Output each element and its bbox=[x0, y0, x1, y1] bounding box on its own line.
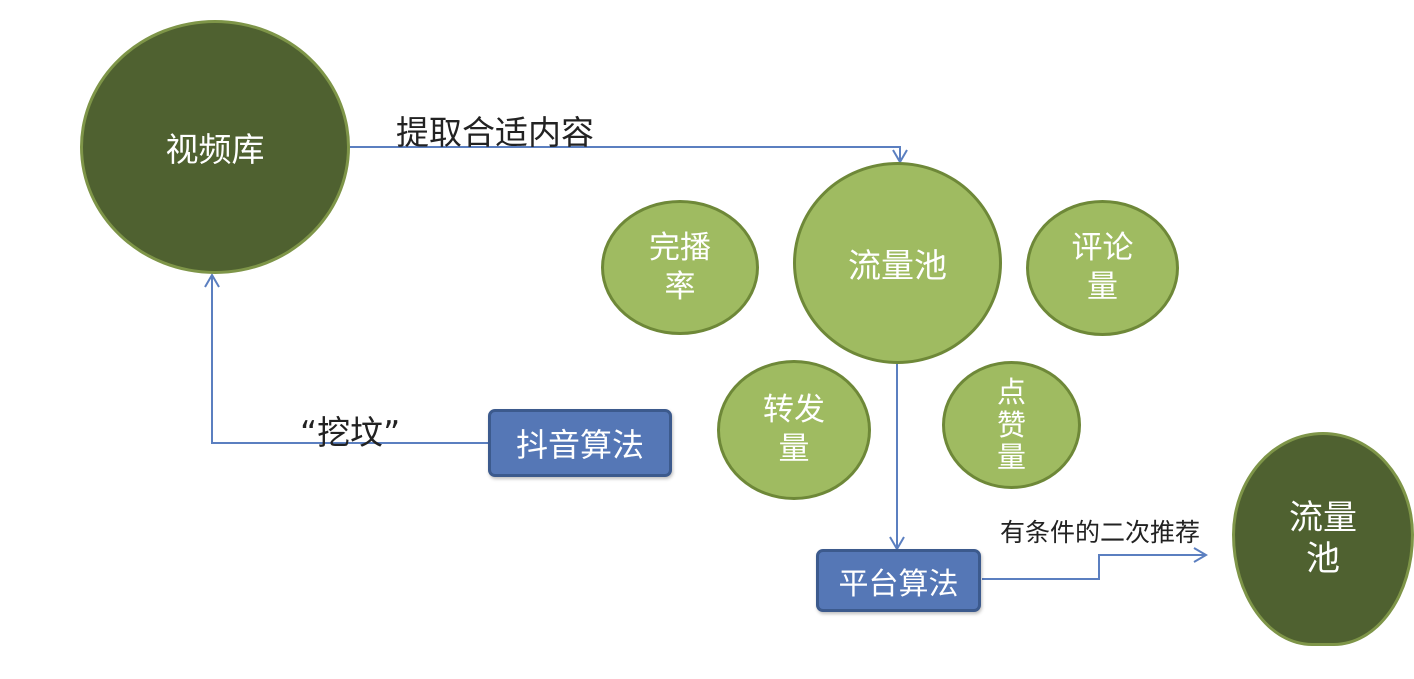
comment-count-label: 评论 量 bbox=[1071, 230, 1134, 305]
comment-count-node: 评论 量 bbox=[1026, 200, 1179, 336]
douyin-algorithm-label: 抖音算法 bbox=[515, 426, 644, 464]
traffic-pool-next-node: 流量 池 bbox=[1232, 432, 1414, 646]
arrow-extract-content bbox=[350, 146, 901, 162]
traffic-pool-label: 流量池 bbox=[848, 246, 947, 285]
like-count-node: 点 赞 量 bbox=[942, 361, 1081, 489]
arrow-conditional-recommendation bbox=[982, 554, 1206, 580]
arrow-mining bbox=[211, 275, 488, 444]
conditional-recommendation-label: 有条件的二次推荐 bbox=[1000, 518, 1201, 547]
share-count-label: 转发 量 bbox=[763, 392, 825, 467]
like-count-label: 点 赞 量 bbox=[996, 375, 1026, 475]
platform-algorithm-label: 平台算法 bbox=[838, 566, 959, 602]
traffic-pool-node: 流量池 bbox=[793, 162, 1002, 364]
mining-label: “挖坟” bbox=[300, 413, 401, 452]
video-library-node: 视频库 bbox=[80, 20, 350, 274]
completion-rate-node: 完播 率 bbox=[601, 200, 759, 335]
platform-algorithm-box: 平台算法 bbox=[816, 549, 981, 612]
completion-rate-label: 完播 率 bbox=[649, 229, 711, 305]
douyin-algorithm-box: 抖音算法 bbox=[488, 409, 672, 477]
share-count-node: 转发 量 bbox=[717, 360, 871, 500]
video-library-label: 视频库 bbox=[165, 130, 265, 169]
traffic-pool-next-label: 流量 池 bbox=[1289, 498, 1357, 579]
arrowhead-mining bbox=[204, 273, 220, 288]
extract-content-label: 提取合适内容 bbox=[396, 113, 594, 152]
arrowhead-conditional-recommendation bbox=[1193, 547, 1208, 563]
